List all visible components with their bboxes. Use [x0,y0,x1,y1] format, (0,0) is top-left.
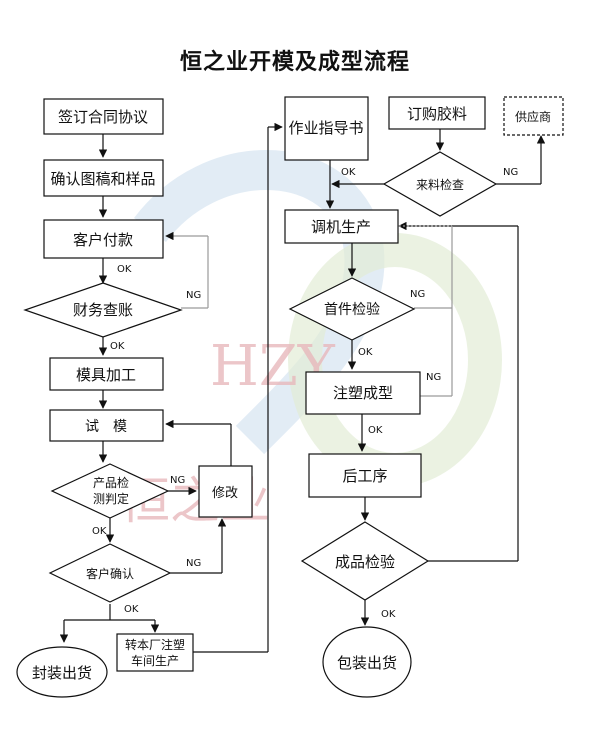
node-customer-pay-rect [43,219,164,259]
label-ng-injection: NG [426,372,441,383]
node-customer-confirm-polygon [48,543,172,603]
node-sign-contract: 签订合同协议 [43,98,164,135]
node-order-material: 订购胶料 [388,96,486,130]
node-modify-rect [198,465,253,518]
node-product-judge-polygon [50,463,170,519]
node-mold-process-rect [49,357,164,391]
node-seal-ship: 封装出货 [16,646,108,698]
node-customer-pay: 客户付款 [43,219,164,259]
node-confirm-drawing-text: 确认图稿和样品 [50,170,155,188]
label-ng-judge: NG [170,475,185,486]
node-transfer-production: 转本厂注塑 车间生产 [116,633,194,672]
node-confirm-drawing: 确认图稿和样品 [43,159,164,197]
node-customer-confirm: 客户确认 [48,543,172,603]
label-ng-finance: NG [186,290,201,301]
node-transfer-production-text: 转本厂注塑 [125,637,185,652]
left-connectors [59,122,283,653]
node-first-piece-check-text: 首件检验 [324,302,380,318]
node-machine-production: 调机生产 [284,209,399,244]
node-product-judge: 产品检 测判定 [50,463,170,519]
label-ok-first-piece: OK [358,347,373,358]
node-mold-process-text: 模具加工 [76,366,136,384]
right-feedback [399,225,453,397]
node-injection-molding-rect [305,371,421,415]
node-confirm-drawing-rect [43,159,164,197]
node-sign-contract-text: 签订合同协议 [58,108,148,126]
label-ok-judge: OK [92,526,107,537]
node-seal-ship-ellipse [16,646,108,698]
label-ng-incoming: NG [503,167,518,178]
label-ng-first-piece: NG [410,289,425,300]
node-final-inspection: 成品检验 [300,521,430,601]
node-seal-ship-text: 封装出货 [32,664,92,682]
node-modify: 修改 [198,465,253,518]
node-package-ship-text: 包装出货 [337,654,397,672]
page-title: 恒之业开模及成型流程 [179,50,410,75]
node-finance-check-text: 财务查账 [73,301,133,319]
node-transfer-production-text: 车间生产 [131,653,179,668]
right-connectors [325,129,546,626]
label-ok-confirm: OK [124,604,139,615]
node-package-ship: 包装出货 [322,626,412,698]
node-sign-contract-rect [43,98,164,135]
node-trial-mold: 试 模 [49,409,164,442]
node-incoming-check: 来料检查 [382,151,498,217]
node-work-guide: 作业指导书 [284,96,369,161]
node-mold-process: 模具加工 [49,357,164,391]
node-final-inspection-text: 成品检验 [335,553,395,571]
node-injection-molding-text: 注塑成型 [333,384,393,402]
finance-ng-loop [165,231,209,309]
label-ok-finance: OK [117,264,132,275]
label-ok-final: OK [381,609,396,620]
node-finance-check: 财务查账 [23,282,183,338]
label-ok-mold: OK [110,341,125,352]
node-post-process-rect [308,453,422,498]
node-finance-check-polygon [23,282,183,338]
node-modify-text: 修改 [212,486,238,501]
node-post-process: 后工序 [308,453,422,498]
node-supplier-text: 供应商 [515,109,551,124]
node-work-guide-rect [284,96,369,161]
node-transfer-production-rect [116,633,194,672]
label-ng-confirm: NG [186,558,201,569]
node-supplier: 供应商 [503,96,564,136]
node-customer-pay-text: 客户付款 [73,231,133,249]
node-customer-confirm-text: 客户确认 [86,566,134,581]
node-injection-molding: 注塑成型 [305,371,421,415]
node-incoming-check-text: 来料检查 [416,177,464,192]
node-product-judge-text: 测判定 [93,491,129,506]
label-ok-injection: OK [368,425,383,436]
node-order-material-rect [388,96,486,130]
node-post-process-text: 后工序 [342,467,387,485]
node-supplier-rect [503,96,564,136]
node-first-piece-check-polygon [288,277,416,341]
node-first-piece-check: 首件检验 [288,277,416,341]
node-incoming-check-polygon [382,151,498,217]
node-package-ship-ellipse [322,626,412,698]
node-order-material-text: 订购胶料 [407,105,467,123]
label-ok-incoming: OK [341,167,356,178]
node-machine-production-text: 调机生产 [311,218,371,236]
node-trial-mold-text: 试 模 [85,419,127,435]
node-work-guide-text: 作业指导书 [288,119,363,137]
node-trial-mold-rect [49,409,164,442]
node-machine-production-rect [284,209,399,244]
node-final-inspection-polygon [300,521,430,601]
node-product-judge-text: 产品检 [93,475,129,490]
